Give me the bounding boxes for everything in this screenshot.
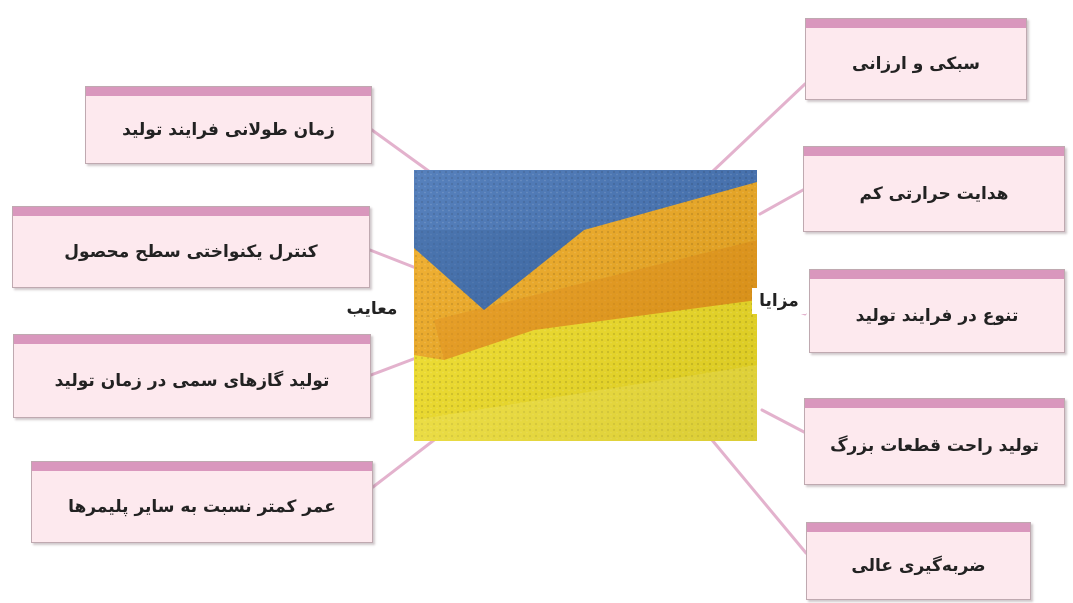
disadvantage-box-1: زمان طولانی فرایند تولید: [85, 86, 372, 164]
box-header-bar: [810, 270, 1064, 279]
box-header-bar: [86, 87, 371, 96]
disadvantage-text: تولید گازهای سمی در زمان تولید: [54, 370, 330, 391]
advantage-text: ضربه‌گیری عالی: [851, 555, 986, 576]
disadvantage-text: عمر کمتر نسبت به سایر پلیمرها: [68, 496, 336, 517]
box-header-bar: [13, 207, 369, 216]
advantage-text: هدایت حرارتی کم: [859, 183, 1009, 204]
advantage-text: سبکی و ارزانی: [852, 53, 980, 74]
advantage-text: تنوع در فرایند تولید: [855, 305, 1019, 326]
advantages-label: مزایا: [752, 288, 806, 314]
connector-right-4: [760, 408, 806, 434]
disadvantage-text: کنترل یکنواختی سطح محصول: [64, 241, 318, 262]
connector-left-3: [369, 356, 418, 377]
advantage-text: تولید راحت قطعات بزرگ: [830, 436, 1039, 456]
connector-left-2: [368, 248, 418, 270]
advantage-box-1: سبکی و ارزانی: [805, 18, 1027, 100]
advantage-box-2: هدایت حرارتی کم: [803, 146, 1065, 232]
foam-sheets-photo: [414, 170, 757, 441]
connector-right-5: [710, 438, 808, 555]
disadvantage-text: زمان طولانی فرایند تولید: [122, 119, 335, 140]
connector-right-2: [758, 188, 805, 216]
foam-sheets-illustration: [414, 170, 757, 441]
box-header-bar: [32, 462, 372, 471]
connector-right-1: [710, 82, 807, 174]
advantage-box-5: ضربه‌گیری عالی: [806, 522, 1031, 600]
advantage-box-3: تنوع در فرایند تولید: [809, 269, 1065, 353]
connector-left-1: [370, 128, 432, 174]
advantage-box-4: تولید راحت قطعات بزرگ: [804, 398, 1065, 485]
box-header-bar: [804, 147, 1064, 156]
box-header-bar: [14, 335, 370, 344]
disadvantage-box-3: تولید گازهای سمی در زمان تولید: [13, 334, 371, 418]
box-header-bar: [806, 19, 1026, 28]
box-header-bar: [805, 399, 1064, 408]
disadvantage-box-2: کنترل یکنواختی سطح محصول: [12, 206, 370, 288]
box-header-bar: [807, 523, 1030, 532]
disadvantages-label: معایب: [343, 296, 401, 322]
connector-left-4: [371, 435, 440, 489]
disadvantage-box-4: عمر کمتر نسبت به سایر پلیمرها: [31, 461, 373, 543]
